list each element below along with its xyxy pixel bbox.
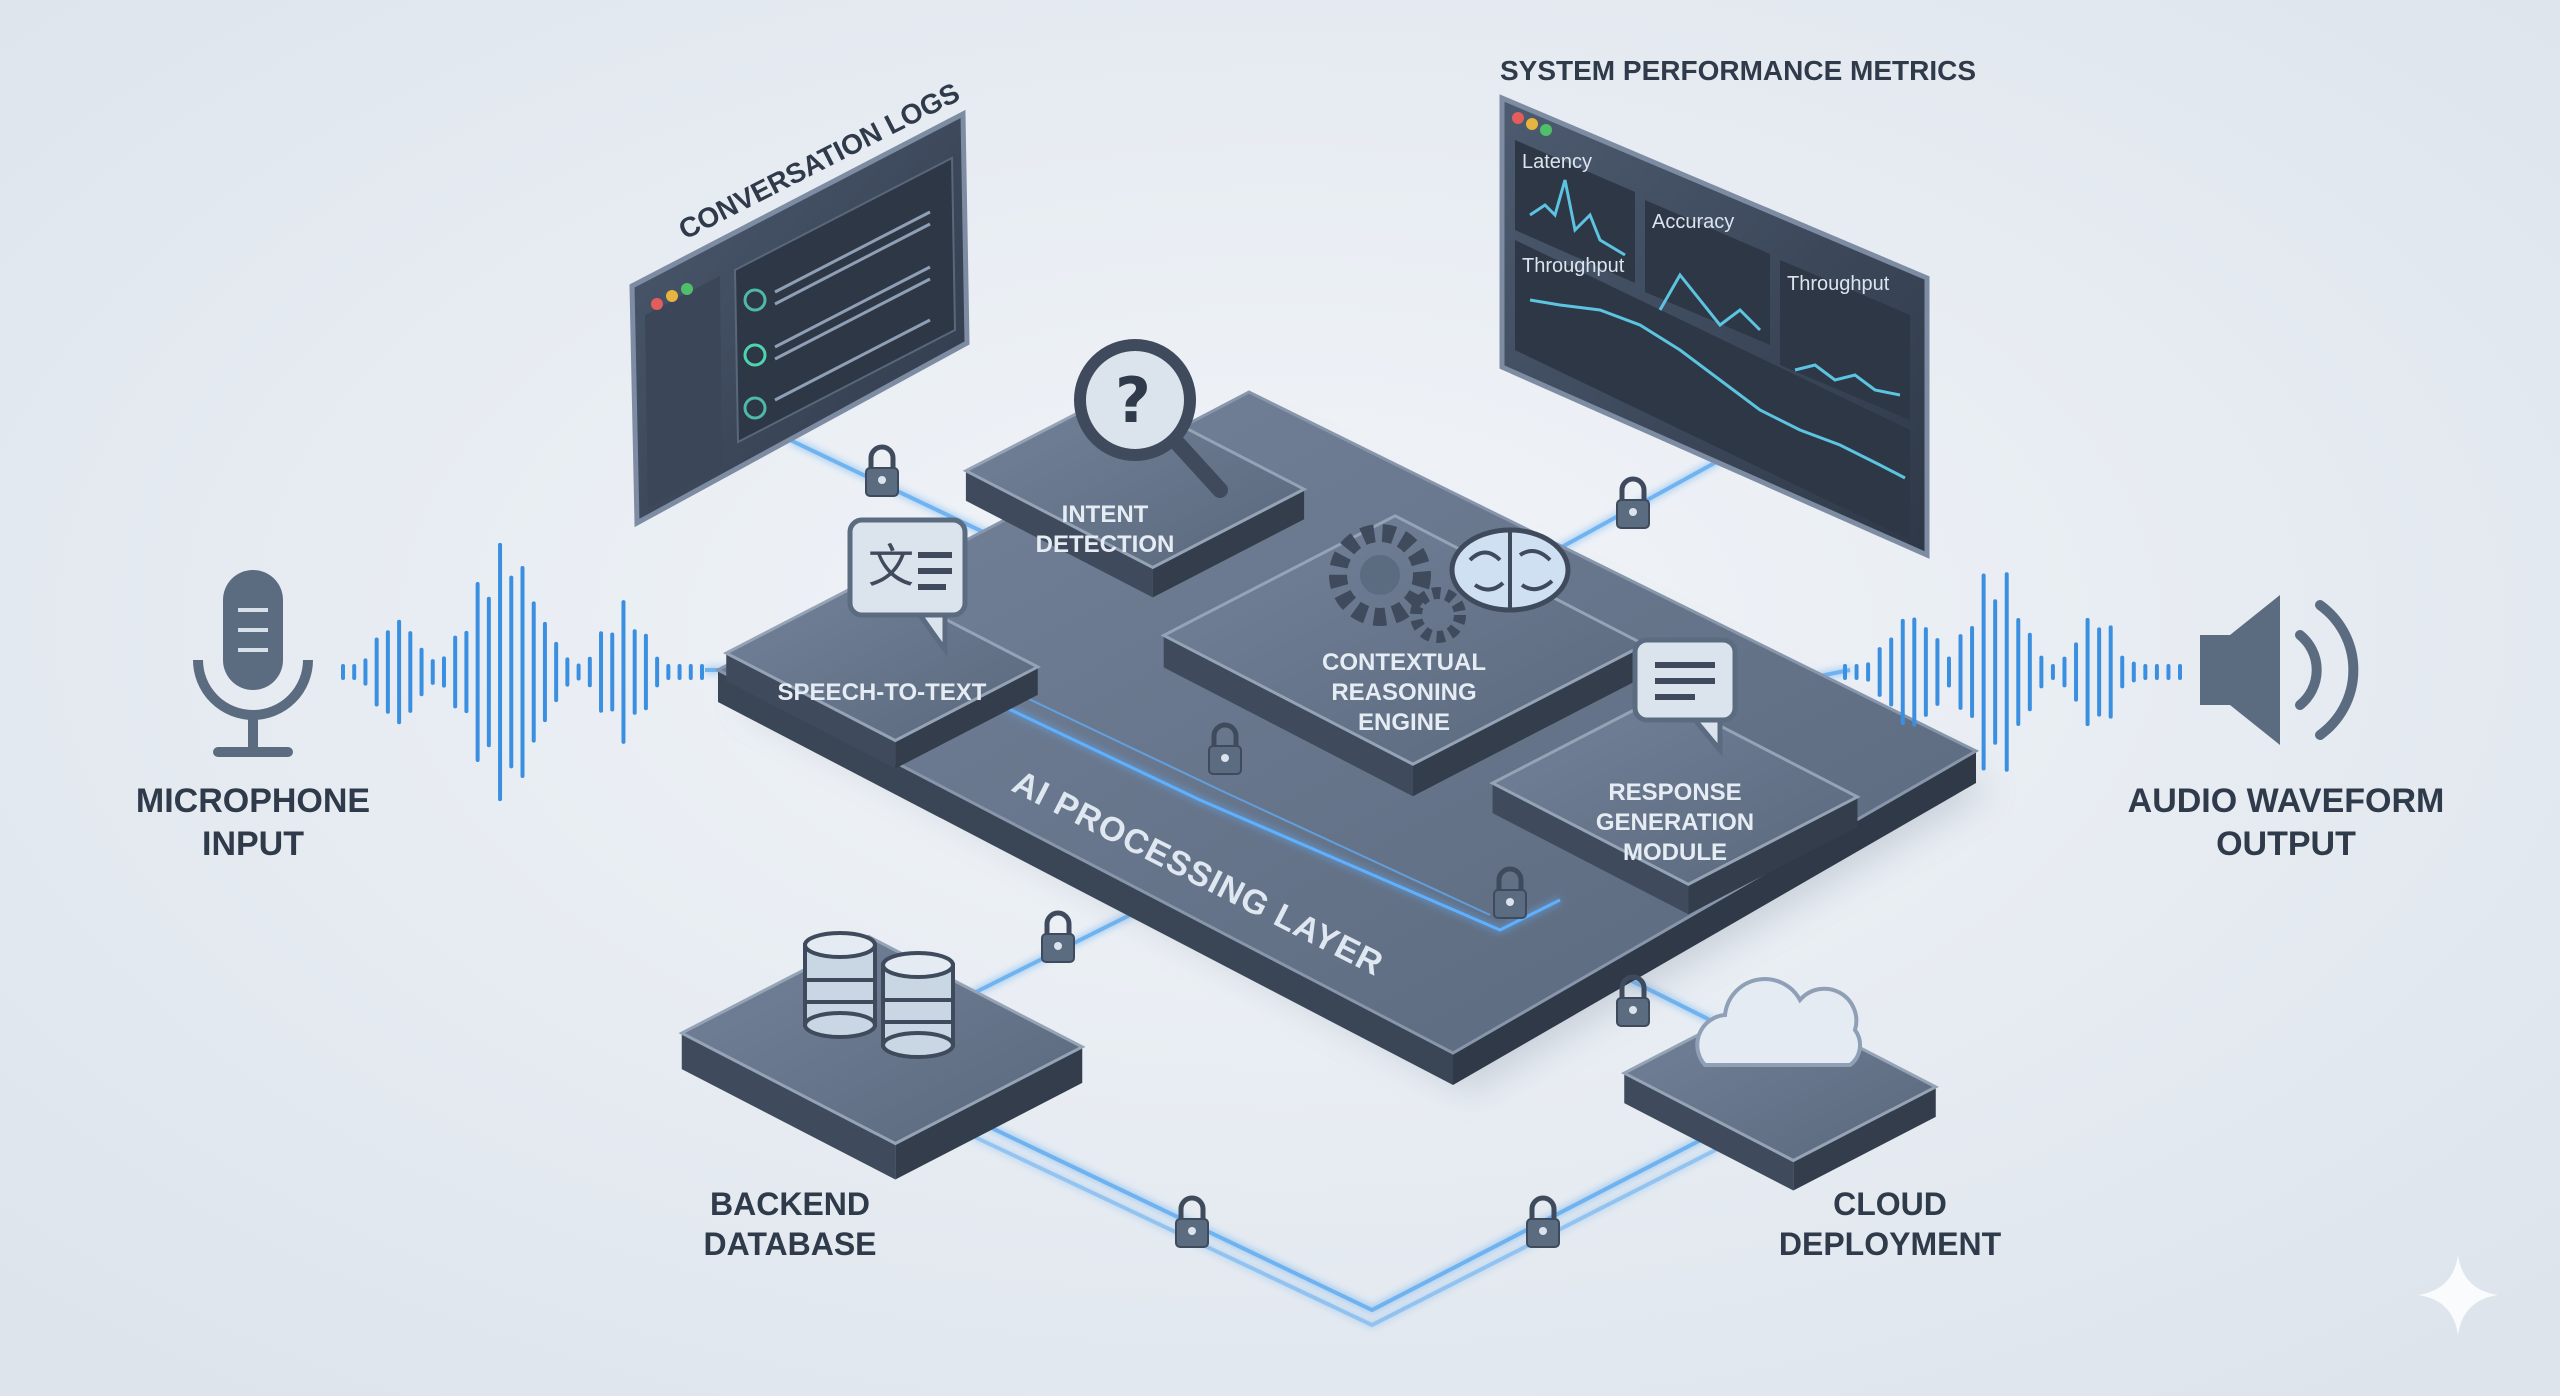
brain-icon xyxy=(1449,527,1571,613)
database-label-2: DATABASE xyxy=(703,1226,876,1262)
conversation-logs-sidebar xyxy=(645,276,722,508)
latency-panel xyxy=(1515,140,1635,283)
intent-detection-module-top-face xyxy=(962,390,1308,570)
speech-to-text-module-top-face xyxy=(722,577,1042,743)
speaker-icon xyxy=(2200,595,2359,745)
latency-title: Latency xyxy=(1522,151,1592,173)
response-generation-module-right-face xyxy=(1688,796,1858,915)
platform-side-right xyxy=(1453,751,1976,1085)
lock-icon xyxy=(1208,722,1242,775)
input-waveform xyxy=(341,542,704,802)
database-label-1: BACKEND xyxy=(710,1186,870,1222)
cloud-deployment-module-right-face xyxy=(1793,1086,1936,1191)
intent-label-2: DETECTION xyxy=(1036,531,1175,558)
microphone-label-1: MICROPHONE xyxy=(136,782,370,820)
backend-database-module-right-face xyxy=(895,1046,1083,1180)
intent-detection-module[interactable] xyxy=(962,390,1308,598)
backend-database-module-left-face xyxy=(681,1033,896,1180)
module-labels: SPEECH-TO-TEXT INTENT DETECTION CONTEXTU… xyxy=(778,501,1755,866)
response-generation-module-left-face xyxy=(1492,783,1689,915)
accuracy-title: Accuracy xyxy=(1652,211,1734,233)
cloud-label-2: DEPLOYMENT xyxy=(1779,1226,2002,1262)
metric-lines xyxy=(1529,179,1906,480)
reasoning-label-2: REASONING xyxy=(1331,679,1476,706)
platform-side xyxy=(718,670,1453,1085)
platform-circuit xyxy=(989,698,1561,932)
lock-icon xyxy=(1616,974,1650,1027)
contextual-reasoning-module-right-face xyxy=(1412,644,1645,797)
cloud-label-1: CLOUD xyxy=(1833,1186,1947,1222)
chat-bubble-icon xyxy=(1632,637,1738,757)
lock-icon xyxy=(1493,866,1527,919)
magnifier-question-icon: ? xyxy=(1074,339,1228,498)
intent-detection-module-right-face xyxy=(1152,489,1305,598)
speech-to-text-module[interactable] xyxy=(722,577,1042,769)
speech-bubble-translate-icon: 文 xyxy=(847,517,968,658)
response-label-3: MODULE xyxy=(1623,839,1727,866)
output-waveform xyxy=(1843,572,2182,772)
accuracy-panel xyxy=(1645,200,1770,345)
lock-icon xyxy=(1526,1195,1560,1248)
log-entries xyxy=(743,210,931,420)
connection-db-cloud-2 xyxy=(959,1128,1736,1328)
reasoning-label-1: CONTEXTUAL xyxy=(1322,649,1486,676)
response-label-2: GENERATION xyxy=(1596,809,1754,836)
throughput-main-line xyxy=(1529,298,1906,480)
platform-circuit-2 xyxy=(1009,689,1491,916)
lock-icon xyxy=(1616,476,1650,529)
svg-text:文: 文 xyxy=(868,539,914,593)
latency-line xyxy=(1529,179,1626,257)
audio-output-label-2: OUTPUT xyxy=(2216,825,2356,863)
cloud-icon xyxy=(1695,977,1862,1067)
speech-to-text-module-left-face xyxy=(726,653,896,769)
lock-icon xyxy=(865,444,899,497)
audio-output-label-1: AUDIO WAVEFORM xyxy=(2128,782,2445,820)
lock-icon xyxy=(1175,1195,1209,1248)
performance-metrics-title: SYSTEM PERFORMANCE METRICS xyxy=(1500,55,1976,86)
intent-label-1: INTENT xyxy=(1062,501,1149,528)
lock-icon xyxy=(1041,910,1075,963)
microphone-label-2: INPUT xyxy=(202,825,304,863)
contextual-reasoning-module[interactable] xyxy=(1160,514,1648,797)
intent-detection-module-left-face xyxy=(965,470,1153,598)
throughput-main-title: Throughput xyxy=(1522,255,1625,277)
gears-icon xyxy=(1329,524,1466,643)
response-label-1: RESPONSE xyxy=(1608,779,1741,806)
throughput-side-line xyxy=(1794,363,1901,397)
accuracy-line xyxy=(1658,272,1762,332)
performance-metrics-window[interactable]: Latency Accuracy Throughput Throughput S… xyxy=(1499,55,1976,559)
svg-text:?: ? xyxy=(1115,364,1151,437)
sparkle-icon xyxy=(2418,1255,2498,1335)
connection-db-cloud xyxy=(974,1118,1721,1313)
cloud-deployment-module-left-face xyxy=(1624,1073,1794,1191)
response-generation-module[interactable] xyxy=(1489,694,1861,915)
throughput-side-title: Throughput xyxy=(1787,273,1890,295)
response-generation-module-top-face xyxy=(1489,694,1861,886)
database-icon xyxy=(803,931,955,1059)
speech-to-text-module-right-face xyxy=(895,666,1038,769)
contextual-reasoning-module-left-face xyxy=(1163,635,1413,797)
speech-to-text-label: SPEECH-TO-TEXT xyxy=(778,679,987,706)
throughput-side-panel xyxy=(1780,260,1910,420)
reasoning-label-3: ENGINE xyxy=(1358,709,1450,736)
microphone-icon xyxy=(193,570,313,757)
